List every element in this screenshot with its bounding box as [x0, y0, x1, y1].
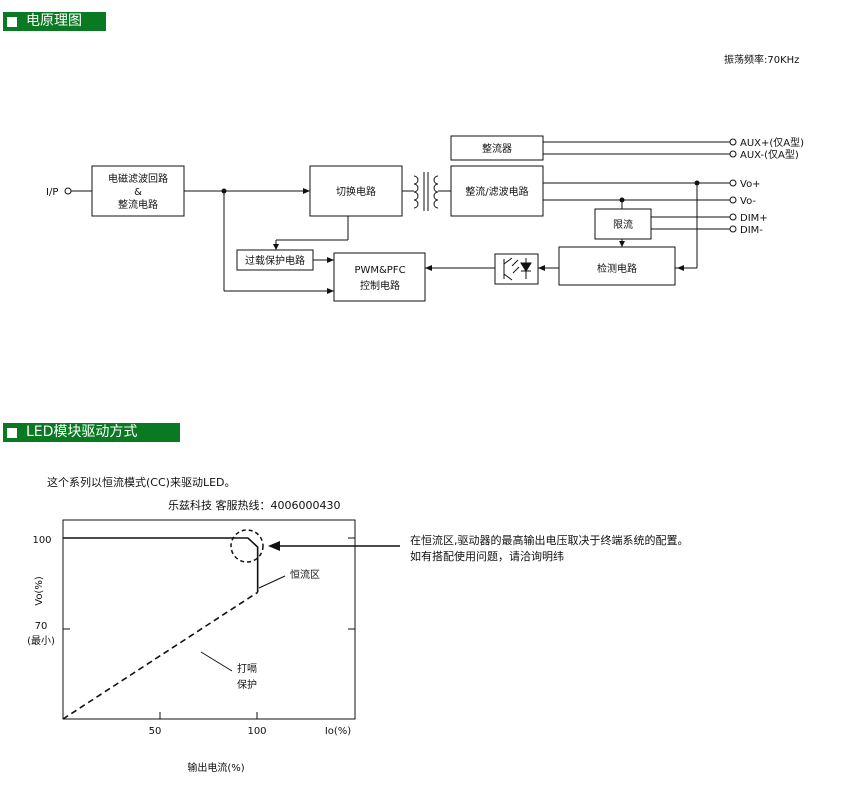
x-axis-end-label: Io(%)	[325, 726, 351, 737]
hiccup-label-2: 保护	[237, 678, 257, 691]
overload-label: 过载保护电路	[245, 254, 305, 267]
x-axis-title: 输出电流(%)	[187, 761, 244, 774]
emi-label-1: 电磁滤波回路	[108, 172, 168, 185]
square-icon	[7, 427, 17, 438]
constant-current-line	[63, 537, 259, 593]
osc-freq-label: 振荡频率:70KHz	[724, 53, 799, 66]
hiccup-protection-line	[62, 591, 259, 720]
emi-label-2: 整流电路	[118, 198, 158, 211]
cc-region-label: 恒流区	[290, 568, 320, 581]
vo-plus-label: Vo+	[740, 179, 761, 190]
detect-label: 检测电路	[597, 262, 637, 275]
pwm-label-1: PWM&PFC	[354, 265, 405, 276]
led-section-title: LED模块驱动方式	[26, 424, 138, 440]
led-chart: 100 70 (最小) 50 100 Io(%) 输出电流(%) Vo(%) 恒…	[27, 519, 400, 774]
transformer-icon	[413, 172, 439, 211]
optocoupler-icon	[503, 257, 532, 281]
dim-minus-label: DIM-	[740, 225, 763, 236]
hiccup-label-1: 打嗝	[237, 662, 257, 675]
hiccup-leader	[200, 651, 233, 672]
chart-series	[62, 537, 259, 720]
rectifier-block	[450, 135, 544, 161]
pwm-block	[333, 252, 426, 302]
aux-plus-label: AUX+(仅A型)	[740, 136, 804, 149]
cc-note-line-2: 如有搭配使用问题，请洽询明纬	[410, 550, 564, 563]
x-tick-100: 100	[247, 726, 266, 737]
square-icon	[7, 16, 17, 27]
cc-region-leader	[258, 575, 286, 589]
schematic-section-header: 电原理图	[3, 12, 106, 31]
rectifier-label: 整流器	[482, 142, 512, 155]
input-label: I/P	[46, 187, 58, 198]
y-tick-100: 100	[32, 535, 51, 546]
schematic-section-title: 电原理图	[26, 13, 82, 29]
hotline-text: 乐兹科技 客服热线：4006000430	[168, 499, 341, 512]
y-axis-title: Vo(%)	[34, 576, 45, 606]
led-section-header: LED模块驱动方式	[3, 423, 180, 442]
led-intro-text: 这个系列以恒流模式(CC)来驱动LED。	[47, 476, 236, 489]
x-tick-50: 50	[149, 726, 162, 737]
rect-filter-label: 整流/滤波电路	[465, 185, 528, 198]
output-terminals	[729, 138, 737, 233]
vo-minus-label: Vo-	[740, 196, 756, 207]
emi-label-amp: &	[134, 187, 142, 198]
input-terminal	[64, 187, 72, 195]
detect-block	[558, 246, 676, 286]
pwm-label-2: 控制电路	[360, 279, 400, 292]
y-tick-70-sub: (最小)	[27, 635, 55, 647]
limiter-block	[594, 208, 652, 240]
arrowheads	[273, 188, 684, 294]
knee-highlight	[230, 529, 264, 563]
dim-plus-label: DIM+	[740, 213, 768, 224]
block-diagram	[71, 135, 730, 302]
y-tick-70: 70	[35, 621, 48, 632]
optocoupler-block	[494, 253, 539, 285]
pointer-arrowhead	[268, 541, 280, 551]
switch-label: 切换电路	[336, 185, 376, 198]
junction-dots	[221, 180, 700, 203]
cc-note-line-1: 在恒流区,驱动器的最高输出电压取决于终端系统的配置。	[410, 534, 689, 547]
limiter-label: 限流	[613, 218, 633, 231]
aux-minus-label: AUX-(仅A型)	[740, 148, 799, 161]
chart-frame	[62, 519, 356, 720]
